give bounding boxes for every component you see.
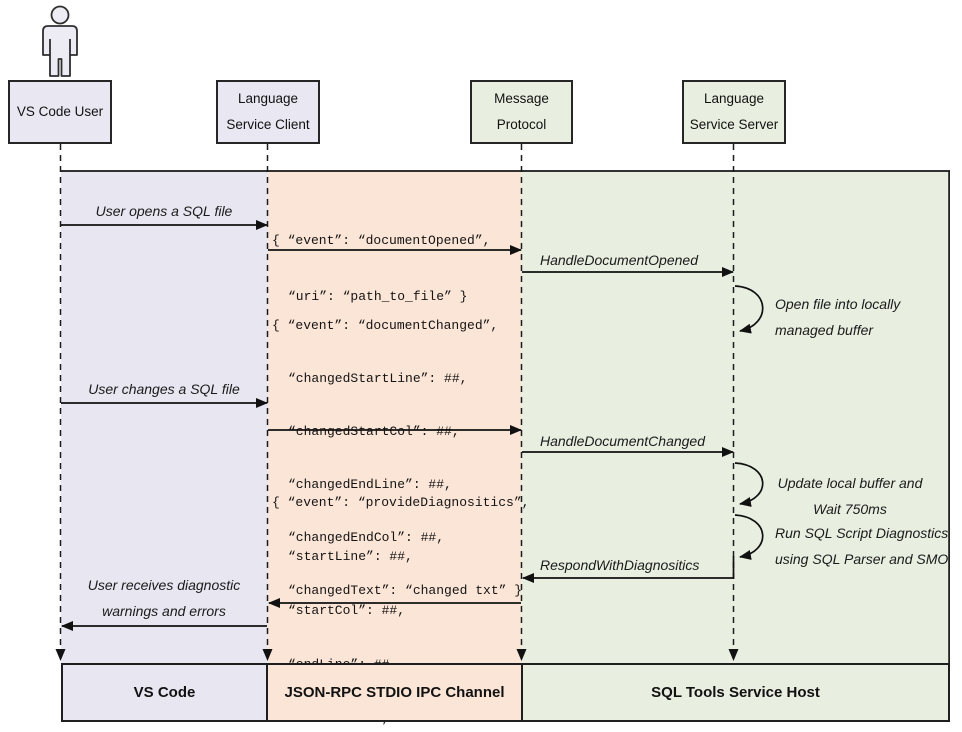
payload-line: “changedText”: “changed txt” }	[288, 583, 523, 598]
system-label: SQL Tools Service Host	[651, 684, 820, 701]
payload-document-changed: { “event”: “documentChanged”, “changedSt…	[272, 284, 522, 632]
system-box-vscode: VS Code	[61, 663, 268, 722]
lane-sql-tools-host	[521, 171, 950, 663]
note-line: using SQL Parser and SMO	[775, 551, 949, 567]
payload-line: “uri”: “path_to_file” }	[288, 289, 468, 304]
lane-vscode	[61, 171, 268, 663]
system-box-ipc-channel: JSON-RPC STDIO IPC Channel	[266, 663, 523, 722]
actor-label: Service Server	[689, 117, 779, 132]
label-line: User receives diagnostic	[87, 577, 241, 593]
user-actor-icon	[42, 5, 78, 77]
payload-line: “changedEndLine”: ##,	[288, 477, 452, 492]
actor-label: VS Code User	[16, 104, 104, 119]
lane-ipc-channel	[268, 171, 521, 663]
label-user-opens: User opens a SQL file	[95, 203, 233, 219]
actor-label: Language	[237, 91, 299, 106]
payload-line: “startLine”: ##,	[288, 549, 413, 564]
note-line: Run SQL Script Diagnostics	[775, 525, 949, 541]
note-update-buffer: Update local buffer and Wait 750ms	[762, 470, 938, 522]
payload-line: { “event”: “provideDiagnositics”,	[272, 495, 530, 510]
note-line: managed buffer	[775, 322, 874, 338]
actor-label: Language	[703, 91, 765, 106]
actor-box-language-service-client: Language Service Client	[216, 80, 320, 144]
label-user-receives: User receives diagnostic warnings and er…	[61, 572, 267, 624]
note-open-file: Open file into locally managed buffer	[775, 291, 900, 343]
actor-box-language-service-server: Language Service Server	[682, 80, 786, 144]
system-label: JSON-RPC STDIO IPC Channel	[284, 684, 505, 701]
note-line: Wait 750ms	[813, 501, 887, 517]
payload-line: “changedStartLine”: ##,	[288, 371, 468, 386]
payload-line: “changedEndCol”: ##,	[288, 530, 445, 545]
note-line: Update local buffer and	[777, 475, 923, 491]
actor-box-vscode-user: VS Code User	[8, 80, 112, 144]
payload-line: { “event”: “documentChanged”,	[272, 318, 499, 333]
actor-box-message-protocol: Message Protocol	[470, 80, 573, 144]
system-box-sql-tools-host: SQL Tools Service Host	[521, 663, 950, 722]
payload-line: “changedStartCol”: ##,	[288, 424, 460, 439]
payload-document-opened: { “event”: “documentOpened”, “uri”: “pat…	[272, 198, 490, 340]
actor-label: Protocol	[496, 117, 547, 132]
actor-label: Service Client	[226, 117, 310, 132]
label-user-changes: User changes a SQL file	[88, 381, 240, 397]
system-label: VS Code	[133, 684, 196, 701]
payload-line: { “event”: “documentOpened”,	[272, 233, 491, 248]
label-respond-with-diagnostics: RespondWithDiagnositics	[540, 557, 700, 573]
actor-label: Message	[494, 91, 549, 106]
label-line: warnings and errors	[102, 603, 226, 619]
note-run-diagnostics: Run SQL Script Diagnostics using SQL Par…	[775, 520, 948, 572]
label-handle-document-changed: HandleDocumentChanged	[540, 433, 705, 449]
note-line: Open file into locally	[775, 296, 901, 312]
payload-line: “startCol”: ##,	[288, 603, 406, 618]
label-handle-document-opened: HandleDocumentOpened	[540, 252, 698, 268]
